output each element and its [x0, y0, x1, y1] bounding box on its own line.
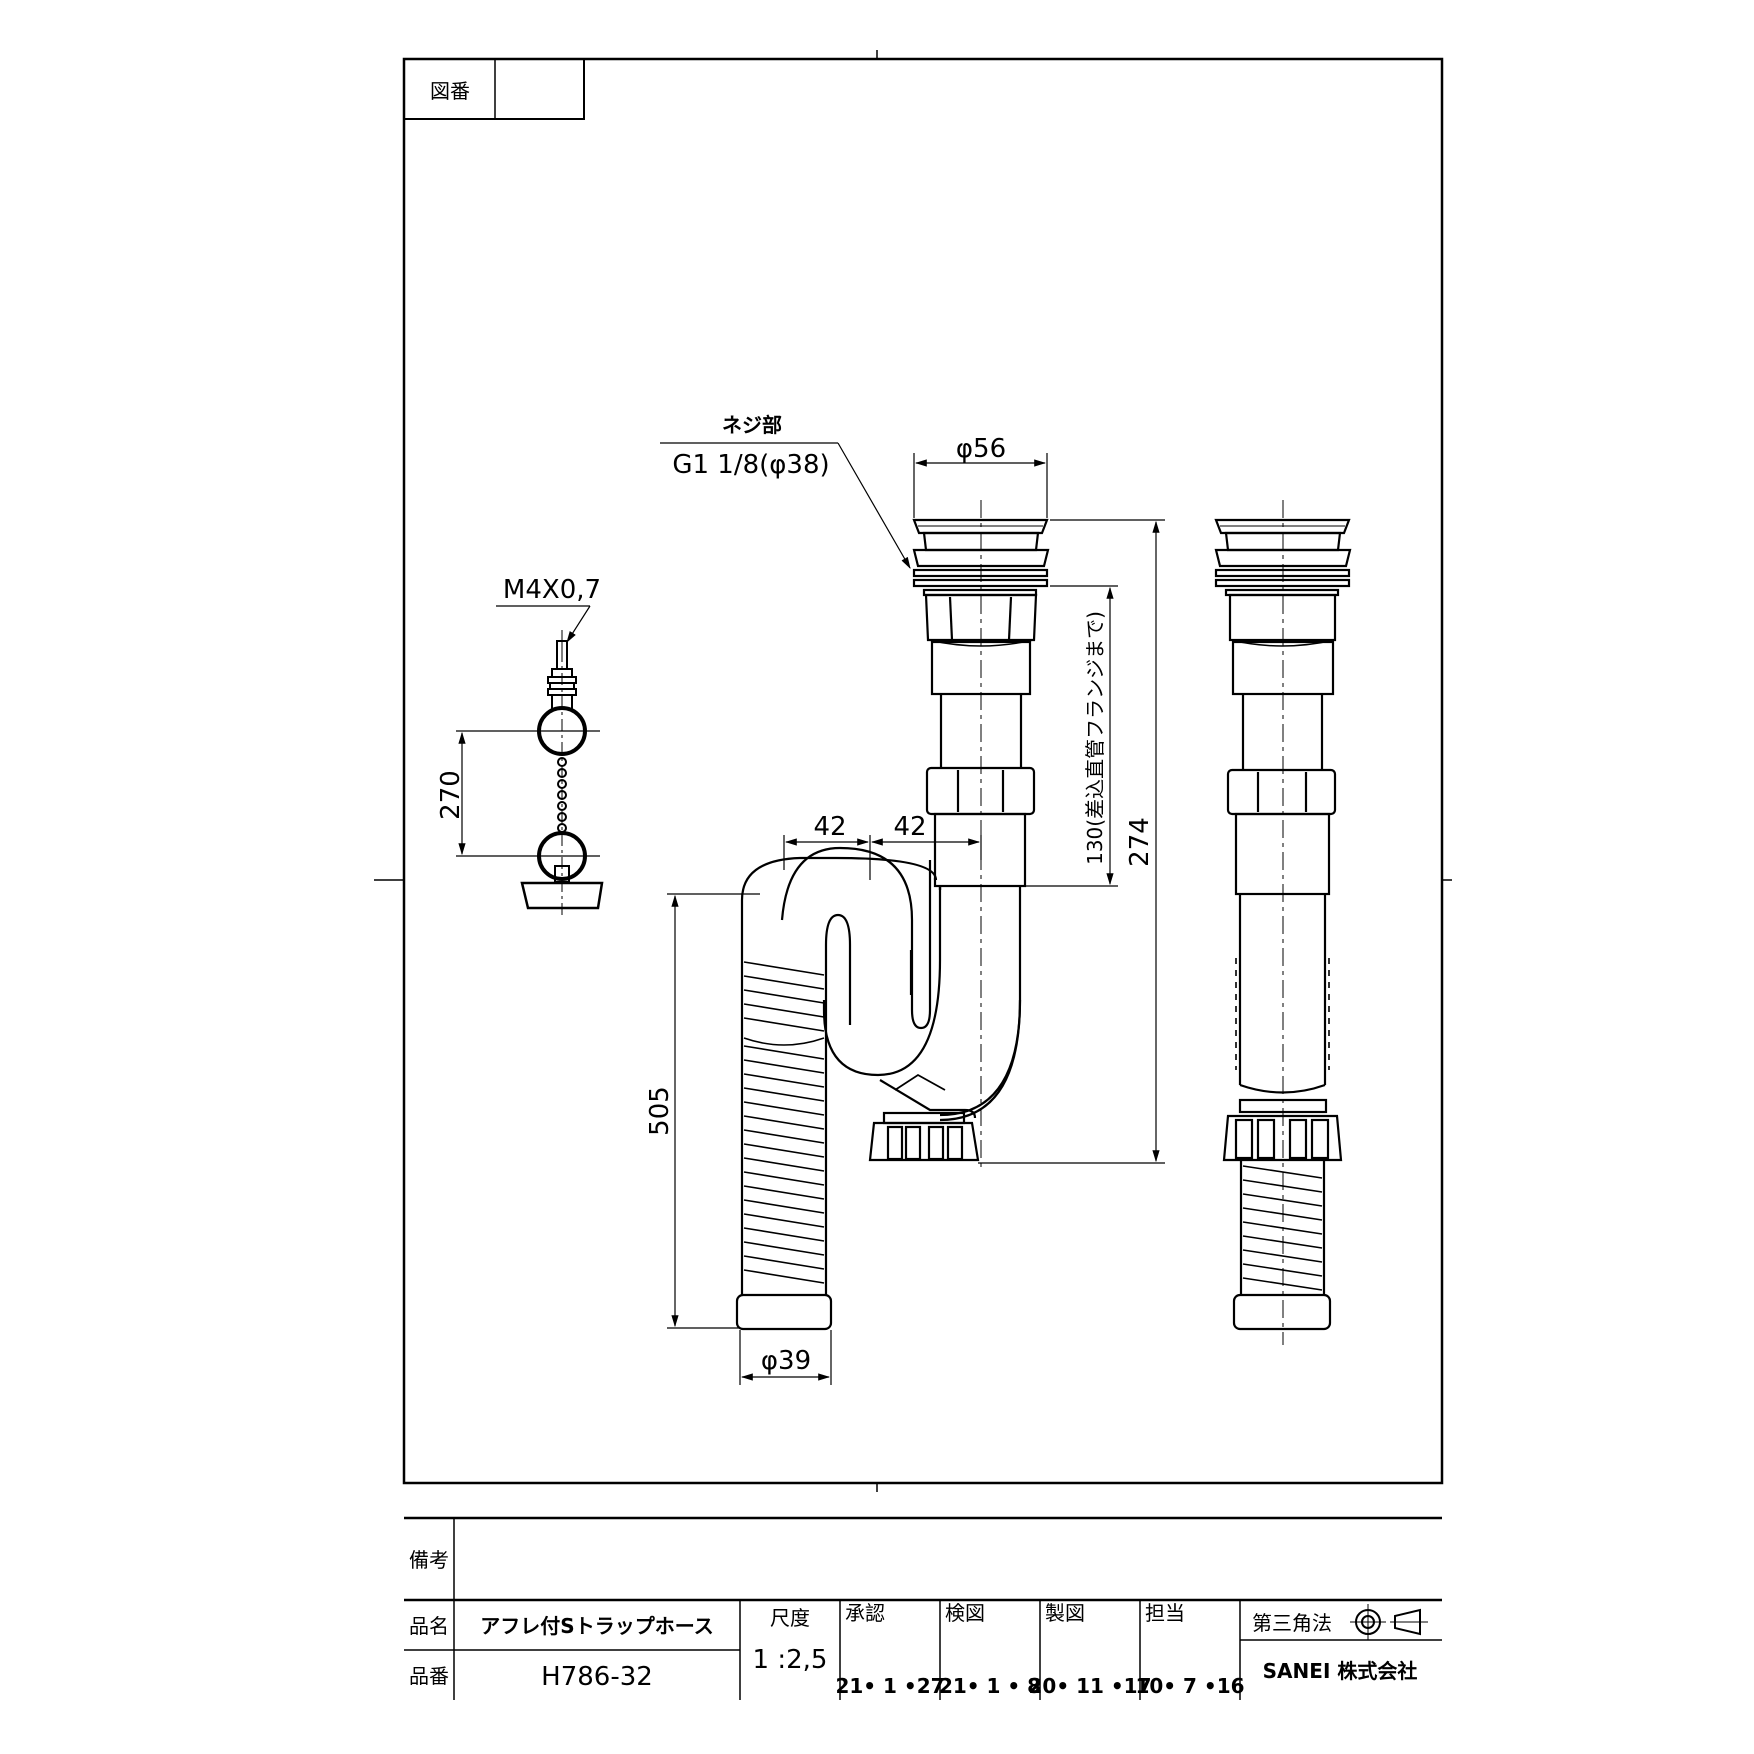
thread-spec-label: G1 1/8(φ38) — [672, 450, 829, 480]
insert-length-label: 130(差込直管フランジまで) — [1083, 611, 1107, 865]
checked-label: 検図 — [945, 1601, 985, 1625]
third-angle-projection-icon — [1350, 1604, 1428, 1640]
drawing-number-box: 図番 — [403, 58, 585, 120]
scale-label: 尺度 — [770, 1606, 810, 1630]
charge-date: 10• 7 •16 — [1135, 1674, 1244, 1698]
drawn-label: 製図 — [1045, 1601, 1085, 1625]
part-no-value: H786-32 — [541, 1662, 653, 1692]
scale-value: 1 :2,5 — [753, 1645, 828, 1675]
offset-right-label: 42 — [893, 812, 926, 842]
sheet-border — [402, 57, 1444, 1485]
approved-date: 21• 1 •27 — [835, 1674, 944, 1698]
chain-length-label: 270 — [436, 770, 466, 820]
hose-corrugation-side — [1235, 958, 1330, 1291]
dimension-lines — [660, 442, 1165, 1385]
notes-label: 備考 — [409, 1548, 449, 1572]
projection-label: 第三角法 — [1252, 1611, 1332, 1635]
name-value: アフレ付Sトラップホース — [480, 1614, 713, 1638]
hose-diameter-label: φ39 — [761, 1346, 811, 1376]
chain-screw-label: M4X0,7 — [503, 575, 601, 605]
drawing-no-label: 図番 — [430, 79, 470, 103]
charge-label: 担当 — [1145, 1601, 1185, 1625]
trap-side-view — [1214, 500, 1352, 1345]
hose-corrugation-front — [743, 961, 825, 1284]
height-total-label: 274 — [1125, 817, 1155, 867]
trap-front-view — [735, 500, 1050, 1331]
checked-date: 21• 1 • 8 — [939, 1674, 1041, 1698]
title-block — [404, 1516, 1442, 1700]
company-name: SANEI 株式会社 — [1263, 1659, 1418, 1683]
chain-plug-drawing — [520, 630, 604, 918]
offset-left-label: 42 — [813, 812, 846, 842]
chain-length-dimension — [456, 605, 600, 857]
part-no-label: 品番 — [409, 1664, 449, 1688]
name-label: 品名 — [409, 1614, 449, 1638]
approved-label: 承認 — [845, 1601, 885, 1625]
hose-length-label: 505 — [645, 1086, 675, 1136]
top-diameter-label: φ56 — [956, 434, 1006, 464]
drawn-date: 20• 11 •17 — [1029, 1674, 1152, 1698]
thread-part-label: ネジ部 — [722, 413, 782, 437]
